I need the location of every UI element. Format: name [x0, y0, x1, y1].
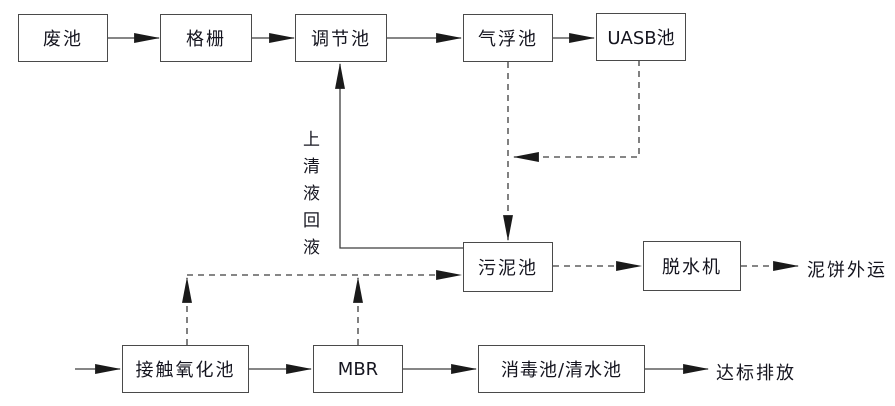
- node-sludge-tank: 污泥池: [463, 242, 553, 292]
- node-air-flotation-tank: 气浮池: [463, 14, 553, 62]
- node-regulating-tank: 调节池: [295, 14, 387, 62]
- edge-uasb-to-sludge: [512, 60, 640, 162]
- node-bar-screen: 格栅: [160, 14, 252, 62]
- node-disinfection-clean-water-tank: 消毒池/清水池: [478, 345, 645, 393]
- mud-cake-out-label: 泥饼外运: [807, 260, 887, 281]
- edge-supernatant-return: [335, 62, 463, 249]
- node-waste-pool: 废池: [18, 14, 108, 62]
- node-uasb-tank: UASB池: [596, 13, 686, 61]
- node-mbr-tank: MBR: [313, 345, 403, 393]
- supernatant-return-label: 上清液回液: [299, 130, 319, 265]
- standard-discharge-label: 达标排放: [716, 363, 796, 384]
- node-dewatering-machine: 脱水机: [643, 241, 741, 291]
- node-contact-oxidation-tank: 接触氧化池: [122, 345, 249, 393]
